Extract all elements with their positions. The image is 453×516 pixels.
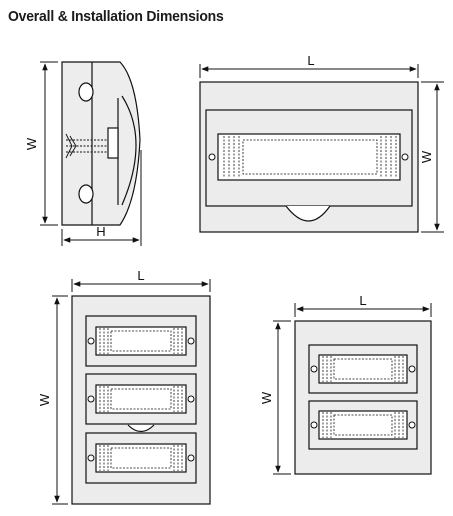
front-view-two-row-w-dimension [273, 320, 291, 475]
front-view-three-row-w-dimension [52, 295, 68, 505]
front-view-wide-w-dimension [421, 81, 444, 233]
side-view-h-dimension [61, 150, 142, 246]
front-view-two-row-w-label: W [259, 391, 274, 404]
front-view-three-row-w-label: W [37, 393, 52, 406]
page-title: Overall & Installation Dimensions [8, 8, 224, 25]
side-view-drawing [61, 61, 141, 226]
front-view-wide-l-label: L [307, 53, 314, 68]
front-view-two-row-l-dimension [294, 303, 432, 317]
side-view-w-label: W [24, 137, 39, 150]
front-view-two-row-l-label: L [359, 293, 366, 308]
front-view-wide-w-label: W [419, 150, 434, 163]
side-view-h-label: H [96, 224, 105, 239]
front-view-three-row-l-label: L [137, 268, 144, 283]
front-view-three-row-drawing [71, 295, 211, 505]
front-view-wide-drawing [199, 81, 419, 233]
front-view-three-row-l-dimension [71, 279, 211, 292]
front-view-two-row-drawing [294, 320, 432, 475]
front-view-wide-l-dimension [199, 64, 419, 78]
side-view-w-dimension [40, 61, 58, 226]
